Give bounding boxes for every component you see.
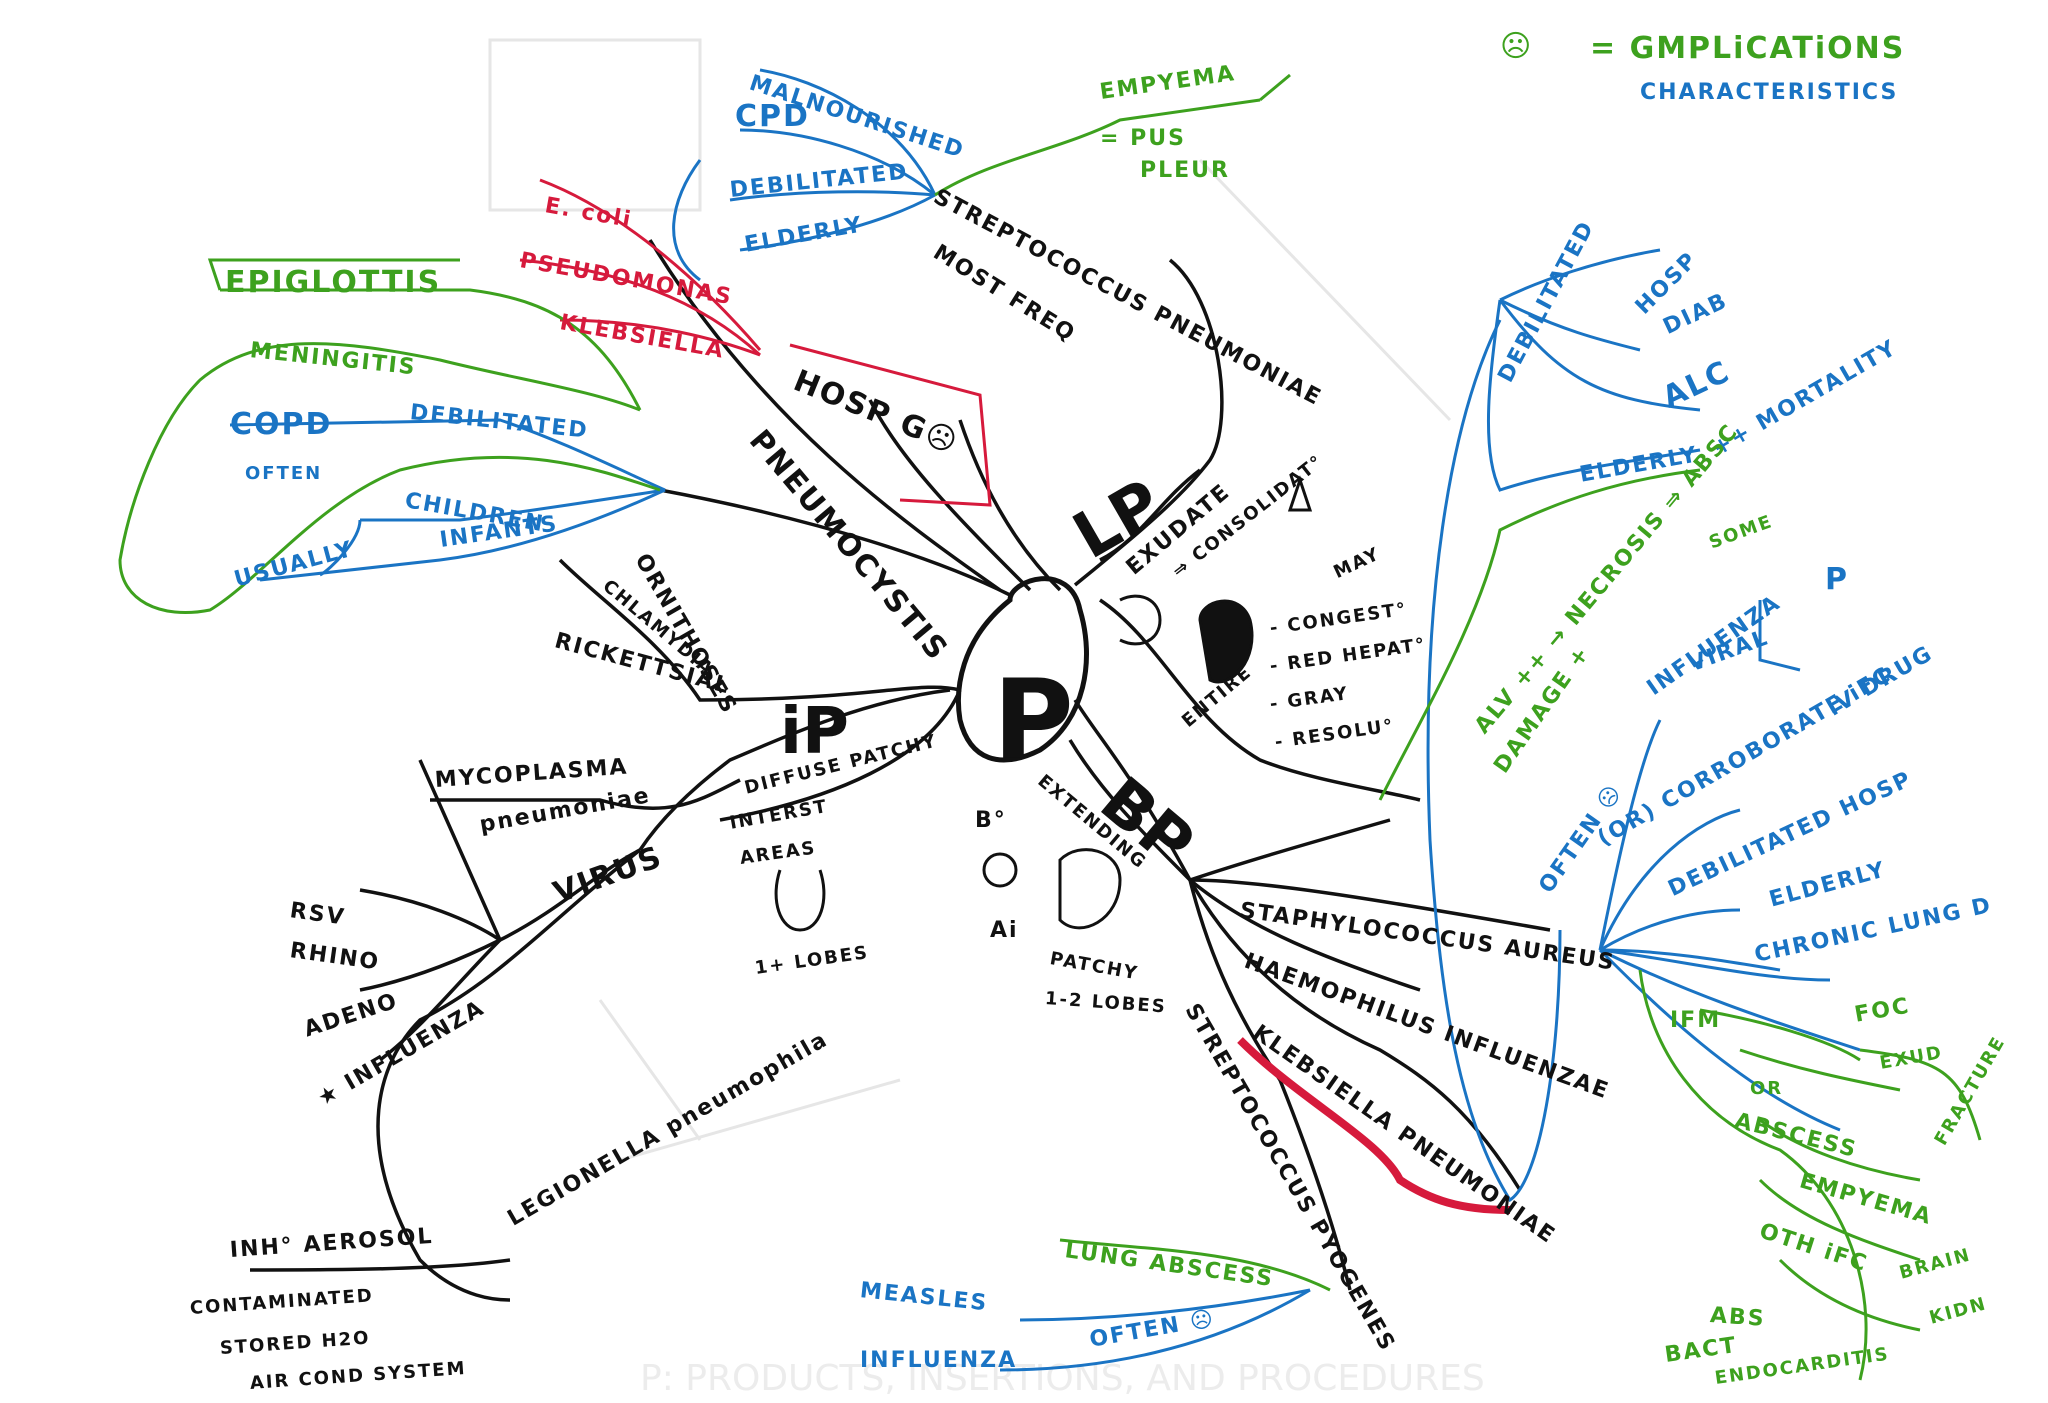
- bp-b: B°: [975, 808, 1007, 833]
- ip-epiglottis: EPIGLOTTIS: [225, 265, 442, 300]
- legend-characteristics: CHARACTERISTICS: [1640, 80, 1899, 105]
- bp-or: OR: [1750, 1078, 1784, 1099]
- legend-complications: = GMPLiCATiONS: [1590, 31, 1906, 66]
- ip-often: OFTEN: [245, 463, 323, 484]
- lp-pleur: PLEUR: [1140, 158, 1230, 183]
- lp-pus: = PUS: [1100, 126, 1186, 151]
- bp-influenza: INFLUENZA: [860, 1348, 1018, 1373]
- ip-label: iP: [780, 695, 849, 769]
- legend-symbol: ☹: [1500, 29, 1534, 64]
- bp-ifm: IFM: [1670, 1008, 1722, 1033]
- bp-p: P: [1825, 562, 1849, 597]
- bp-ai: Ai: [990, 918, 1019, 943]
- lp-cpd: CPD: [735, 99, 810, 134]
- center-node: P: [993, 656, 1074, 784]
- bp-abs: ABS: [1709, 1303, 1767, 1332]
- svg-text:P: PRODUCTS, INSERTIONS, AND P: P: PRODUCTS, INSERTIONS, AND PROCEDURES: [640, 1358, 1485, 1399]
- ip-copd: COPD: [230, 407, 333, 442]
